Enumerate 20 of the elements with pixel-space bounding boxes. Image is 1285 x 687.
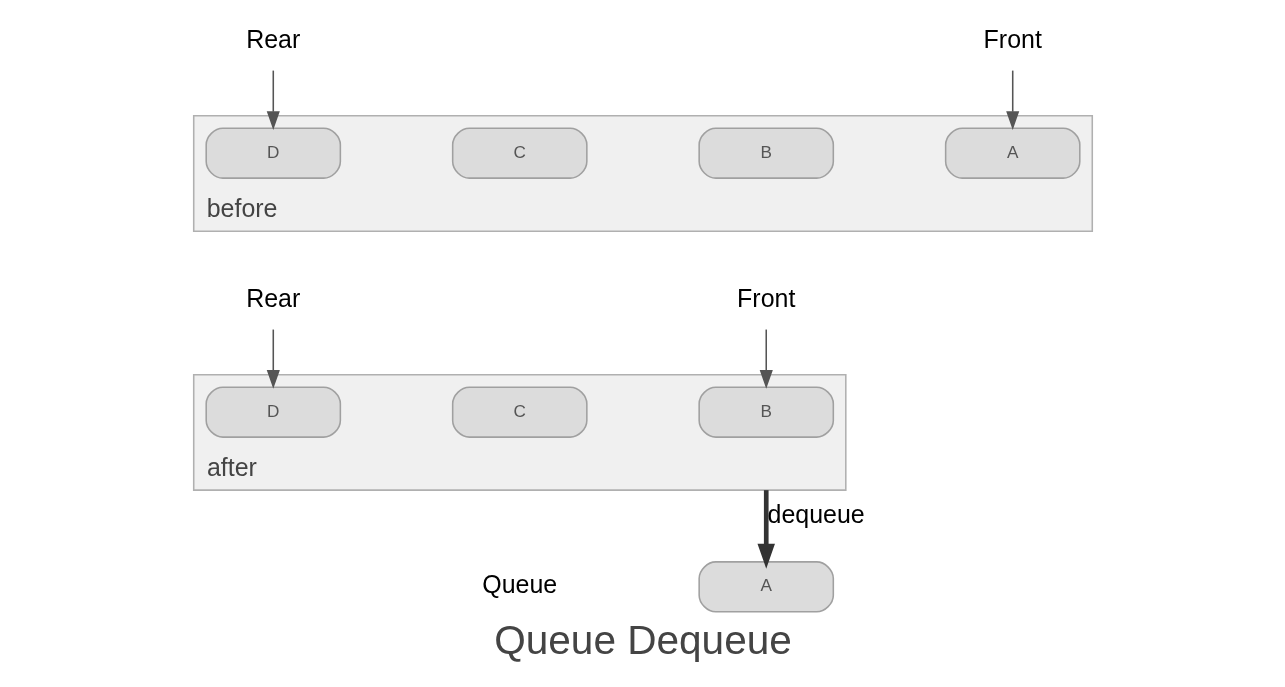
node-box: A: [944, 127, 1081, 179]
arrow: [759, 328, 773, 389]
node-box: D: [204, 386, 341, 438]
arrow: [266, 69, 280, 130]
node-text: Front: [736, 284, 795, 313]
node-text: Rear: [245, 25, 300, 54]
arrow: [757, 490, 775, 569]
node-box: A: [697, 561, 834, 613]
node-text: Front: [983, 25, 1042, 54]
node-box: B: [697, 386, 834, 438]
label: Queue: [481, 569, 557, 598]
edge-label: dequeue: [767, 499, 865, 528]
arrow: [266, 328, 280, 389]
caption: Queue Dequeue: [493, 616, 792, 663]
node-box: C: [451, 127, 588, 179]
node-box: D: [204, 127, 341, 179]
arrow: [1005, 69, 1019, 130]
node-box: B: [697, 127, 834, 179]
node-text: Rear: [245, 284, 300, 313]
node-box: C: [451, 386, 588, 438]
